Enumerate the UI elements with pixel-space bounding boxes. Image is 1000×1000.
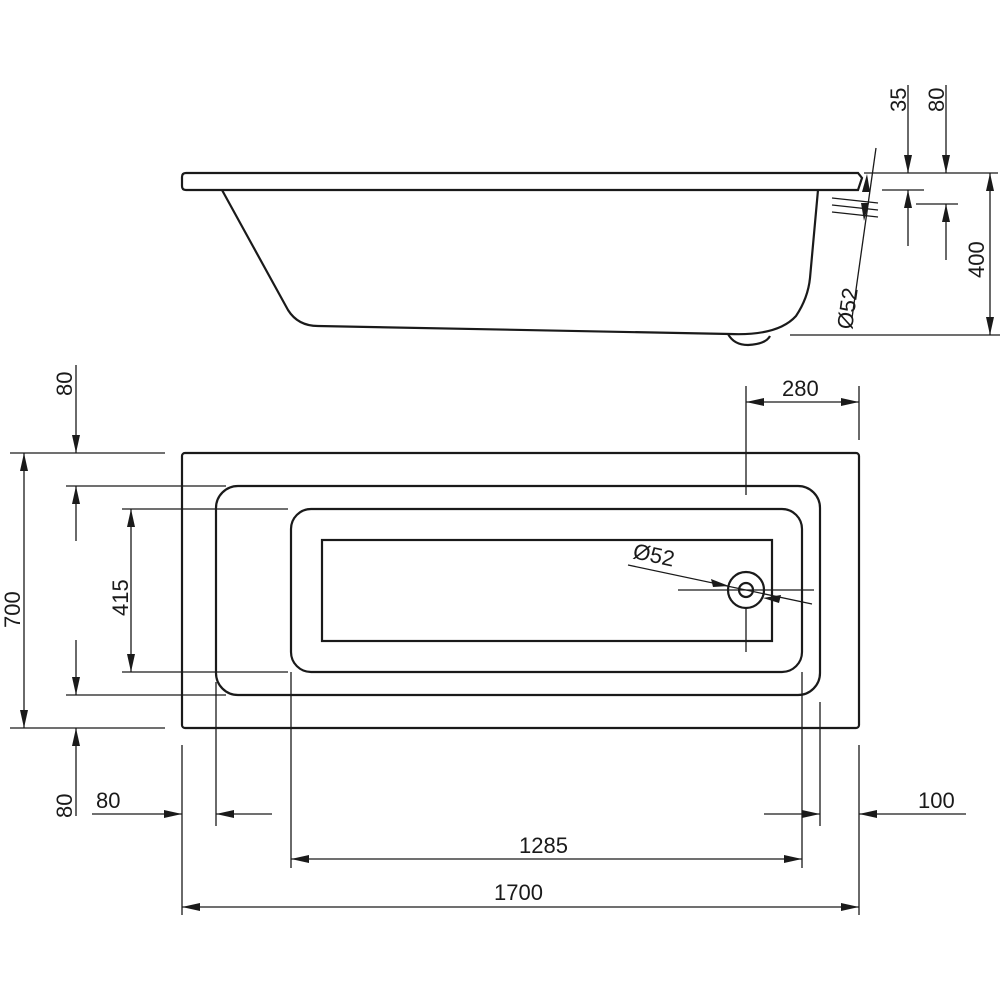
- dim-700-arrow-bottom: [20, 710, 28, 728]
- dim-80-top-arrow-bottom: [72, 486, 80, 504]
- dim-1285-label: 1285: [519, 833, 568, 858]
- dim-80-bottom-arrow-bottom: [72, 728, 80, 746]
- dim-415-arrow-bottom: [127, 654, 135, 672]
- top-view-drain-arrow-right: [763, 595, 781, 603]
- dim-1700-arrow-left: [182, 903, 200, 911]
- dim-400-label: 400: [964, 241, 989, 278]
- dim-415-label: 415: [108, 579, 133, 616]
- dim-35-arrow-top: [904, 155, 912, 173]
- side-view-tub-body: [221, 189, 820, 336]
- dim-280-label: 280: [782, 376, 819, 401]
- dim-700-arrow-top: [20, 453, 28, 471]
- top-view-drain-arrow-left: [711, 579, 729, 587]
- dim-280-arrow-left: [746, 398, 764, 406]
- top-view-bowl-edge: [214, 484, 822, 697]
- side-view-hatch-3: [831, 211, 879, 218]
- dim-1285-arrow-left: [291, 855, 309, 863]
- side-view-overflow-arrow-top: [862, 174, 870, 192]
- dim-100-arrow-left: [802, 810, 820, 818]
- dim-80-top-arrow-top: [72, 435, 80, 453]
- side-view-drain-outlet: [727, 333, 771, 347]
- side-view-overflow-arrow-bottom: [861, 203, 869, 221]
- dim-80-side-label: 80: [924, 88, 949, 112]
- dim-80-left-label: 80: [96, 788, 120, 813]
- dim-80-side-arrow-bottom: [942, 204, 950, 222]
- side-view-hatch-1: [831, 197, 879, 204]
- top-view-outer-rim: [180, 451, 861, 730]
- side-view-rim: [180, 171, 864, 192]
- dim-35-label: 35: [886, 88, 911, 112]
- dim-415-arrow-top: [127, 509, 135, 527]
- side-view-overflow-leader: [851, 147, 877, 319]
- dim-400-arrow-top: [986, 173, 994, 191]
- dim-100-label: 100: [918, 788, 955, 813]
- dim-280-arrow-right: [841, 398, 859, 406]
- side-view-hatch-2: [831, 204, 879, 211]
- dim-1285-arrow-right: [784, 855, 802, 863]
- dim-80-left-arrow-right: [216, 810, 234, 818]
- dim-1700-label: 1700: [494, 880, 543, 905]
- dim-100-arrow-right: [859, 810, 877, 818]
- dim-80-side-arrow-top: [942, 155, 950, 173]
- top-view: Ø52 280 700 80 80 41: [0, 365, 966, 915]
- side-view: Ø52 35 80 400: [180, 85, 1000, 347]
- dim-400-arrow-bottom: [986, 317, 994, 335]
- dim-80-top-label: 80: [52, 372, 77, 396]
- dim-80-bottom-arrow-top: [72, 677, 80, 695]
- dim-700-label: 700: [0, 591, 25, 628]
- side-view-overflow-diameter-label: Ø52: [832, 286, 863, 331]
- dim-35-arrow-bottom: [904, 190, 912, 208]
- dim-1700-arrow-right: [841, 903, 859, 911]
- dim-80-bottom-label: 80: [52, 794, 77, 818]
- dim-80-left-arrow-left: [164, 810, 182, 818]
